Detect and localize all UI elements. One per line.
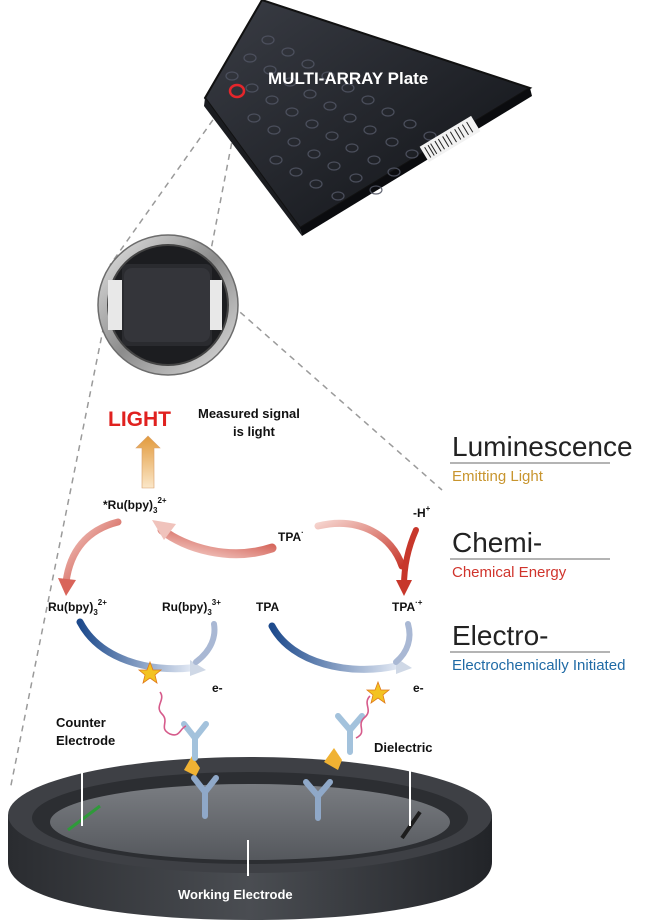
dielectric-label: Dielectric [374,740,433,755]
counter-electrode-strip [67,804,101,832]
minus-h-label: -H+ [413,504,431,520]
electrode-disk [8,757,492,920]
luminescence-title: Luminescence [452,431,633,462]
multi-array-plate: MULTI-ARRAY Plate [203,0,533,236]
electron-right-label: e- [413,681,424,695]
left-reaction-cycle [58,518,277,676]
electro-title: Electro- [452,620,548,651]
measured-signal-line1: Measured signal [198,406,300,421]
chemi-title: Chemi- [452,527,542,558]
tpa-radical-label: TPA· [278,528,304,544]
working-electrode-label: Working Electrode [178,887,293,902]
left-antibody-complex [137,660,219,819]
light-label: LIGHT [108,408,171,431]
electro-subtitle: Electrochemically Initiated [452,657,625,674]
highlighted-well-marker [228,83,246,99]
plate-wells [225,35,437,201]
tpa-cation-label: TPA·+ [392,598,423,614]
plate-title: MULTI-ARRAY Plate [268,69,428,88]
right-reaction-cycle [268,519,419,674]
electron-left-label: e- [212,681,223,695]
right-antibody-complex [303,680,391,821]
measured-signal-line2: is light [233,424,276,439]
magnified-well [97,234,239,376]
counter-electrode-line2: Electrode [56,733,115,748]
counter-electrode-line1: Counter [56,715,106,730]
luminescence-subtitle: Emitting Light [452,468,544,485]
ecl-legend: Luminescence Emitting Light Chemi- Chemi… [450,431,633,674]
excited-complex-label: *Ru(bpy)32+ [103,496,167,515]
light-emission-arrow [135,435,161,489]
tpa-label: TPA [256,600,279,614]
oxidized-complex-label: Ru(bpy)33+ [162,598,221,617]
chemi-subtitle: Chemical Energy [452,564,567,581]
ground-complex-label: Ru(bpy)32+ [48,598,107,617]
